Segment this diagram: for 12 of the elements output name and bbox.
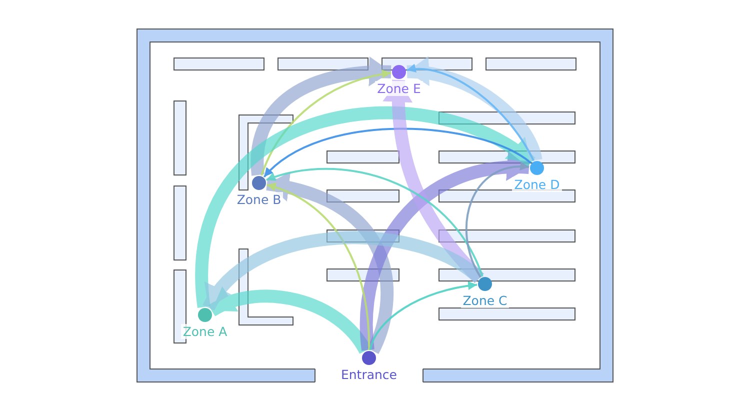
flow-arrow <box>263 128 532 178</box>
zone-label: Zone E <box>375 81 423 96</box>
flow-arrow <box>260 70 392 176</box>
flow-arrow <box>202 231 484 312</box>
flow-arrow <box>266 183 370 350</box>
zone-label: Zone B <box>234 192 284 207</box>
zone-label: Zone C <box>460 293 510 308</box>
flow-arrow <box>266 168 484 277</box>
flow-arrow <box>369 281 478 350</box>
zone-label: Zone A <box>180 324 230 339</box>
flow-arrow <box>466 162 530 278</box>
zone-label: Zone D <box>512 177 562 192</box>
